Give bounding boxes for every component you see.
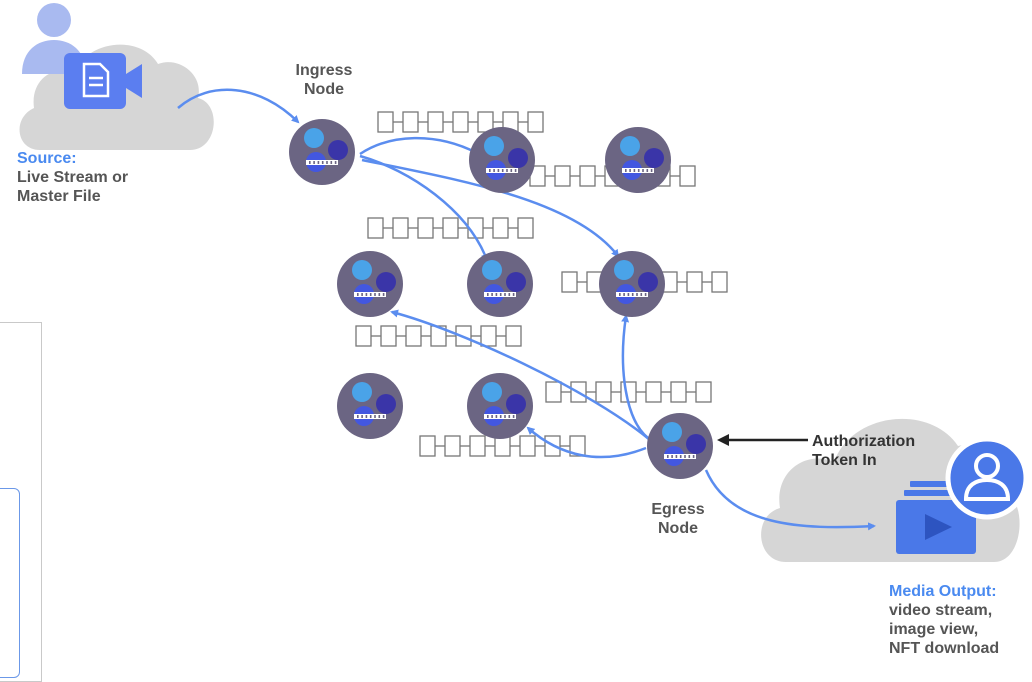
peer-node: [467, 251, 533, 317]
packet-block: [392, 217, 409, 239]
arrow-ingress-to-n1: [359, 136, 479, 156]
packet-block: [561, 271, 578, 293]
peer-node: [599, 251, 665, 317]
packet-block: [444, 435, 461, 457]
source-label: Source: Live Stream or Master File: [17, 149, 128, 206]
peer-node: [469, 127, 535, 193]
egress-line-1: Egress: [651, 501, 705, 518]
ingress-line-2: Node: [304, 81, 344, 98]
packet-block: [670, 381, 687, 403]
media-player-icon: [896, 481, 976, 554]
packet-chain: [419, 435, 586, 457]
packet-block: [595, 381, 612, 403]
packet-block: [377, 111, 394, 133]
arrow-egress-to-n5: [621, 314, 649, 439]
media-output-label: Media Output: video stream, image view, …: [889, 582, 999, 658]
video-camera-icon: [126, 64, 142, 98]
document-icon: [64, 53, 126, 109]
user-avatar-icon: [945, 436, 1029, 520]
packet-chains: [355, 111, 728, 457]
authorization-label: Authorization Token In: [812, 432, 915, 470]
packet-block: [711, 271, 728, 293]
packet-block: [380, 325, 397, 347]
egress-node-label: Egress Node: [634, 500, 722, 538]
ingress-node-label: Ingress Node: [280, 61, 368, 99]
packet-chain: [377, 111, 544, 133]
packet-chain: [355, 325, 522, 347]
egress-line-2: Node: [658, 520, 698, 537]
packet-block: [494, 435, 511, 457]
packet-block: [686, 271, 703, 293]
packet-block: [527, 111, 544, 133]
data-flow-arrows: [177, 88, 876, 531]
ingress-line-1: Ingress: [295, 62, 353, 79]
packet-block: [367, 217, 384, 239]
arrow-egress-to-n7: [526, 426, 647, 459]
authorization-line-1: Authorization: [812, 433, 916, 450]
source-line-2: Master File: [17, 188, 101, 205]
packet-block: [442, 217, 459, 239]
packet-chain: [367, 217, 534, 239]
source-title: Source:: [17, 150, 77, 167]
packet-block: [554, 165, 571, 187]
packet-block: [505, 325, 522, 347]
packet-block: [517, 217, 534, 239]
peer-node: [605, 127, 671, 193]
peer-node: [337, 251, 403, 317]
packet-block: [402, 111, 419, 133]
packet-block: [355, 325, 372, 347]
output-line-1: video stream,: [889, 602, 993, 619]
network-nodes: [289, 119, 713, 479]
output-title: Media Output:: [889, 583, 997, 600]
packet-block: [695, 381, 712, 403]
packet-block: [427, 111, 444, 133]
arrow-source-to-ingress: [177, 88, 300, 124]
packet-block: [417, 217, 434, 239]
arrow-ingress-to-n5: [361, 158, 620, 258]
packet-chain: [545, 381, 712, 403]
peer-node: [467, 373, 533, 439]
packet-block: [545, 381, 562, 403]
arrow-egress-to-n3: [390, 309, 651, 441]
output-line-2: image view,: [889, 621, 979, 638]
packet-block: [480, 325, 497, 347]
authorization-line-2: Token In: [812, 452, 877, 469]
packet-block: [679, 165, 696, 187]
packet-block: [569, 435, 586, 457]
arrow-egress-to-output: [704, 469, 876, 531]
output-line-3: NFT download: [889, 640, 1000, 657]
packet-block: [419, 435, 436, 457]
egress-node: [647, 413, 713, 479]
packet-block: [579, 165, 596, 187]
packet-block: [452, 111, 469, 133]
source-line-1: Live Stream or: [17, 169, 129, 186]
peer-node: [337, 373, 403, 439]
packet-block: [469, 435, 486, 457]
packet-block: [519, 435, 536, 457]
packet-block: [492, 217, 509, 239]
packet-block: [645, 381, 662, 403]
ingress-node: [289, 119, 355, 185]
packet-block: [405, 325, 422, 347]
